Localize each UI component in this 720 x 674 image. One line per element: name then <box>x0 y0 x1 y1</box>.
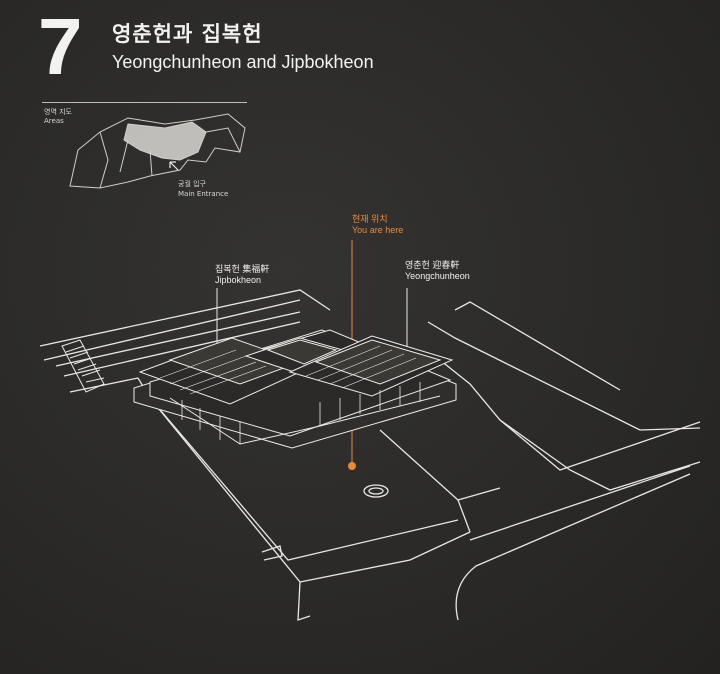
sign-number: 7 <box>38 2 83 91</box>
divider-rule <box>42 102 247 103</box>
entrance-label-en: Main Entrance <box>178 190 229 198</box>
you-are-here-label-en: You are here <box>352 225 404 235</box>
entrance-label-ko: 궁궐 입구 <box>178 180 206 188</box>
stairs <box>61 339 105 393</box>
title-english: Yeongchunheon and Jipbokheon <box>112 52 374 72</box>
buildings <box>133 329 457 449</box>
areas-label-en: Areas <box>44 117 64 125</box>
yeongchunheon-label-ko: 영춘헌 迎春軒 <box>405 260 460 270</box>
ground-lines <box>39 289 701 621</box>
jipbokheon-label-en: Jipbokheon <box>215 275 262 285</box>
areas-label-ko: 영역 지도 <box>44 108 72 116</box>
yeongchunheon-label-en: Yeongchunheon <box>405 271 470 281</box>
overview-map <box>69 113 246 189</box>
jipbokheon-label-ko: 집복헌 集福軒 <box>215 264 270 274</box>
title-korean: 영춘헌과 집복헌 <box>112 22 263 46</box>
you-are-here-dot <box>348 462 356 470</box>
you-are-here-label-ko: 현재 위치 <box>352 214 388 224</box>
